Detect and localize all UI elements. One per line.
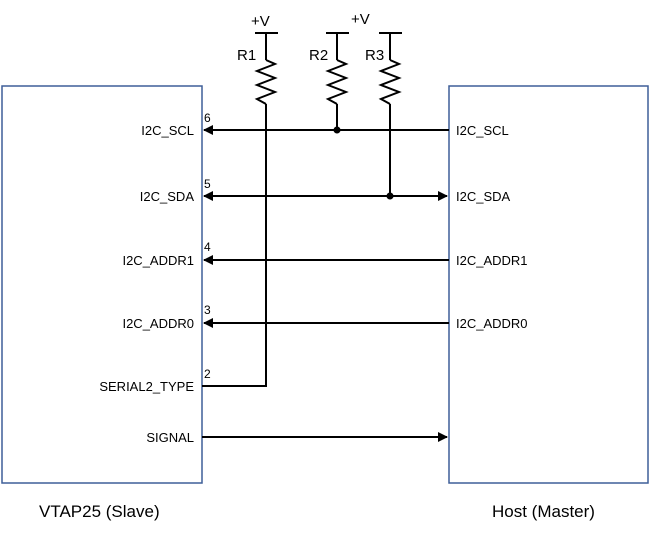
slave-pin-label-addr1: I2C_ADDR1 — [122, 253, 194, 268]
resistor-r2 — [325, 32, 349, 134]
slave-pin-label-sda: I2C_SDA — [140, 189, 195, 204]
host-pin-label-addr0: I2C_ADDR0 — [456, 316, 528, 331]
pin-number-2: 2 — [204, 367, 211, 381]
slave-pin-label-scl: I2C_SCL — [141, 123, 194, 138]
host-caption: Host (Master) — [492, 502, 595, 521]
r3-label: R3 — [365, 47, 384, 64]
pin-number-5: 5 — [204, 177, 211, 191]
slave-caption: VTAP25 (Slave) — [39, 502, 160, 521]
slave-box — [1, 85, 203, 484]
pin-number-4: 4 — [204, 240, 211, 254]
slave-pin-label-signal: SIGNAL — [146, 430, 194, 445]
pin-number-3: 3 — [204, 303, 211, 317]
slave-pin-label-addr0: I2C_ADDR0 — [122, 316, 194, 331]
wire-serial2-type — [202, 104, 267, 387]
resistor-r1 — [254, 32, 278, 105]
slave-pin-label-serial2-type: SERIAL2_TYPE — [99, 379, 194, 394]
r3-supply-label: +V — [351, 11, 370, 28]
r1-label: R1 — [237, 47, 256, 64]
r1-supply-label: +V — [251, 13, 270, 30]
host-pin-label-addr1: I2C_ADDR1 — [456, 253, 528, 268]
host-pin-label-scl: I2C_SCL — [456, 123, 509, 138]
host-box — [448, 85, 649, 484]
host-pin-label-sda: I2C_SDA — [456, 189, 511, 204]
pin-number-6: 6 — [204, 111, 211, 125]
r2-label: R2 — [309, 47, 328, 64]
resistor-r3 — [378, 32, 402, 200]
